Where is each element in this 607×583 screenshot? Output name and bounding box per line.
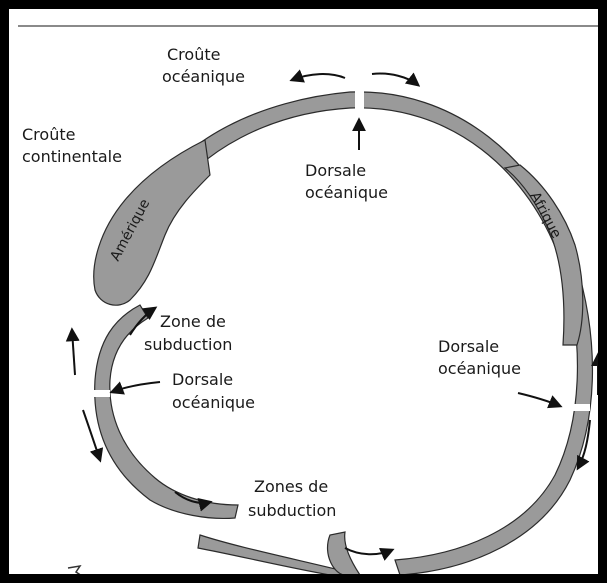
oceanic-crust-ring [150,92,592,574]
label-oceanic-crust-2: océanique [162,67,245,86]
arrow-top-left [292,74,345,80]
arrow-ridge-right [518,393,560,406]
label-subduction-zones-2: subduction [248,501,336,520]
corner-mark [68,566,82,574]
label-ridge-top-2: océanique [305,183,388,202]
plate-tectonics-diagram: Croûte océanique Croûte continentale Dor… [9,9,598,574]
label-ridge-top-1: Dorsale [305,161,366,180]
label-continental-crust-2: continentale [22,147,122,166]
arrow-top-right [372,74,418,85]
label-subduction-zones-1: Zones de [254,477,328,496]
continent-africa [505,165,583,345]
label-oceanic-crust-1: Croûte [167,45,220,64]
label-continental-crust-1: Croûte [22,125,75,144]
label-subduction-zone-1: Zone de [160,312,226,331]
arrow-left-up [72,330,75,375]
label-ridge-right-2: océanique [438,359,521,378]
label-subduction-zone-2: subduction [144,335,232,354]
ridge-gap-right [560,404,590,411]
arrow-ridge-left [112,382,160,392]
label-ridge-left-1: Dorsale [172,370,233,389]
arrow-subduction-bottom-right [345,548,392,554]
ridge-gap-left [88,390,110,397]
label-ridge-left-2: océanique [172,393,255,412]
ridge-gap-top [355,86,364,112]
label-ridge-right-1: Dorsale [438,337,499,356]
